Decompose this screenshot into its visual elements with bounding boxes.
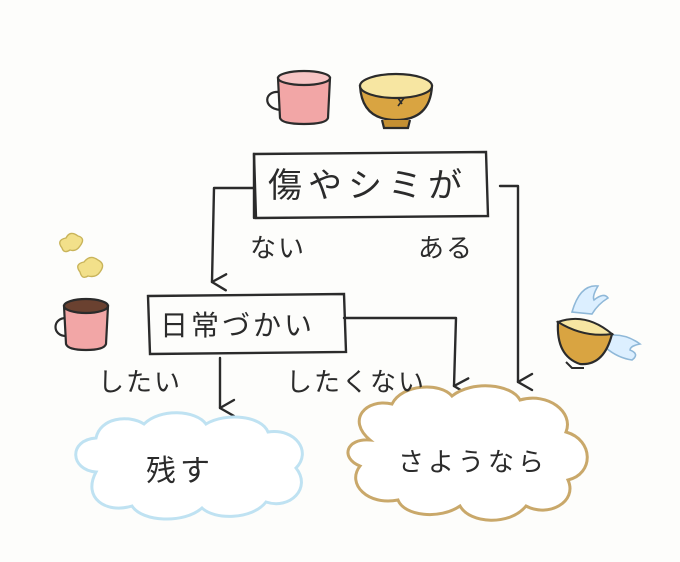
flow-arrows [210,184,534,418]
keep-cloud [74,411,304,521]
goodbye-cloud [346,384,589,522]
result-keep-label: 残す [146,454,214,489]
steam-icon [59,232,104,279]
winged-bowl-icon [555,285,642,369]
question1-label: 傷やシミが [268,166,468,206]
result-goodbye-label: さようなら [398,448,549,478]
pink-mug-icon [266,69,332,126]
answer-yes-label: ある [418,234,475,264]
arrow-yes-to-goodbye [498,184,534,392]
arrow-no-to-question2 [210,186,256,292]
answer-no-label: ない [250,234,307,264]
answer-want-label: したい [98,368,183,398]
coffee-mug-icon [54,297,110,352]
arrow-dont-want-to-goodbye [342,316,470,396]
answer-dont-want-label: したくない [286,368,427,398]
gold-bowl-icon [358,72,434,130]
question2-box [146,292,348,356]
question1-box [252,150,490,220]
question2-label: 日常づかい [160,309,316,342]
